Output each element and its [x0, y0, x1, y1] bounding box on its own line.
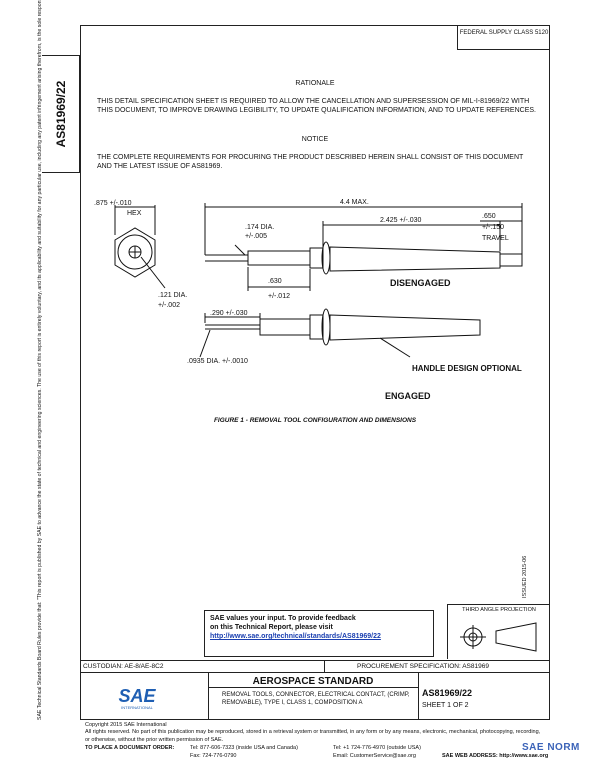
order-label: TO PLACE A DOCUMENT ORDER: — [85, 745, 175, 751]
side-document-id: AS81969/22 — [53, 80, 68, 148]
title-divider-2 — [418, 672, 419, 720]
figure-caption: FIGURE 1 - REMOVAL TOOL CONFIGURATION AN… — [213, 417, 417, 424]
side-legal-note: SAE Technical Standards Board Rules prov… — [37, 0, 43, 720]
label-disengaged: DISENGAGED — [390, 278, 451, 288]
handle-disengaged — [329, 246, 501, 272]
label-engaged: ENGAGED — [385, 391, 431, 401]
tool-shaft-disengaged — [247, 250, 311, 266]
notice-text: THE COMPLETE REQUIREMENTS FOR PROCURING … — [97, 154, 524, 170]
dim-len630-tol: +/-.012 — [268, 293, 290, 300]
issued-date: ISSUED 2015-06 — [522, 555, 528, 598]
rationale-heading: RATIONALE — [295, 80, 335, 87]
copyright-line: Copyright 2015 SAE International — [85, 722, 167, 728]
feedback-link[interactable]: http://www.sae.org/technical/standards/A… — [210, 633, 381, 640]
document-description: REMOVAL TOOLS, CONNECTOR, ELECTRICAL CON… — [222, 692, 410, 706]
procurement-spec: PROCUREMENT SPECIFICATION: AS81969 — [357, 663, 489, 670]
third-angle-symbol — [460, 622, 537, 652]
dim-travel-2: +/-.150 — [482, 224, 504, 231]
order-fax: Fax: 724-776-0790 — [190, 753, 237, 759]
hex-end-view — [114, 227, 156, 278]
dim-len630: .630 — [268, 278, 282, 285]
sae-norm-watermark: SAE NORM — [522, 742, 580, 753]
handle-engaged — [329, 314, 481, 341]
dim-travel-1: .650 — [482, 213, 496, 220]
dim-overall: 4.4 MAX. — [340, 199, 369, 206]
feedback-line-1: SAE values your input. To provide feedba… — [210, 615, 356, 622]
dim-travel-3: TRAVEL — [482, 235, 509, 242]
aerospace-standard-title: AEROSPACE STANDARD — [252, 676, 374, 687]
dim-dia121: .121 DIA. — [158, 292, 187, 299]
dim-dia121-tol: +/-.002 — [158, 302, 180, 309]
document-number: AS81969/22 — [422, 688, 473, 698]
removal-tool-drawing: .875 +/-.010 HEX 4.4 MAX. .174 DIA. +/-.… — [94, 199, 523, 401]
order-tel: Tel: 877-606-7323 (inside USA and Canada… — [190, 745, 298, 751]
dim-dia0935: .0935 DIA. +/-.0010 — [187, 358, 248, 365]
dim-hex: .875 +/-.010 — [94, 200, 132, 207]
page-frame — [80, 25, 550, 720]
row-divider-v — [324, 660, 325, 672]
dim-hex-label: HEX — [127, 210, 142, 217]
third-angle-projection-box: THIRD ANGLE PROJECTION — [447, 604, 550, 659]
title-divider-3 — [208, 687, 418, 688]
sheet-number: SHEET 1 OF 2 — [422, 702, 469, 709]
dim-dia174-tol: +/-.005 — [245, 233, 267, 240]
dim-len2425: 2.425 +/-.030 — [380, 217, 422, 224]
feedback-line-2: on this Technical Report, please visit — [210, 624, 333, 631]
row-divider-2 — [80, 672, 550, 673]
rights-text: All rights reserved. No part of this pub… — [85, 729, 541, 743]
order-tel-2: Tel: +1 724-776-4970 (outside USA) — [333, 745, 421, 751]
dim-len290: .290 +/-.030 — [210, 310, 248, 317]
third-angle-label: THIRD ANGLE PROJECTION — [462, 607, 536, 613]
dim-dia174: .174 DIA. — [245, 224, 274, 231]
rationale-text: THIS DETAIL SPECIFICATION SHEET IS REQUI… — [97, 98, 536, 114]
label-handle-optional: HANDLE DESIGN OPTIONAL — [412, 364, 522, 373]
federal-supply-class: FEDERAL SUPPLY CLASS 5120 — [457, 25, 550, 50]
sae-logo: SAE INTERNATIONAL — [118, 686, 156, 710]
title-divider-1 — [208, 672, 209, 720]
custodian: CUSTODIAN: AE-8/AE-8C2 — [83, 663, 164, 670]
order-email: Email: CustomerService@sae.org — [333, 753, 416, 759]
tool-shaft-engaged — [259, 318, 311, 336]
side-document-id-box: AS81969/22 — [42, 55, 80, 173]
web-address: SAE WEB ADDRESS: http://www.sae.org — [442, 753, 549, 759]
feedback-box: SAE values your input. To provide feedba… — [204, 610, 434, 657]
notice-heading: NOTICE — [301, 136, 329, 143]
row-divider-1 — [80, 660, 550, 661]
